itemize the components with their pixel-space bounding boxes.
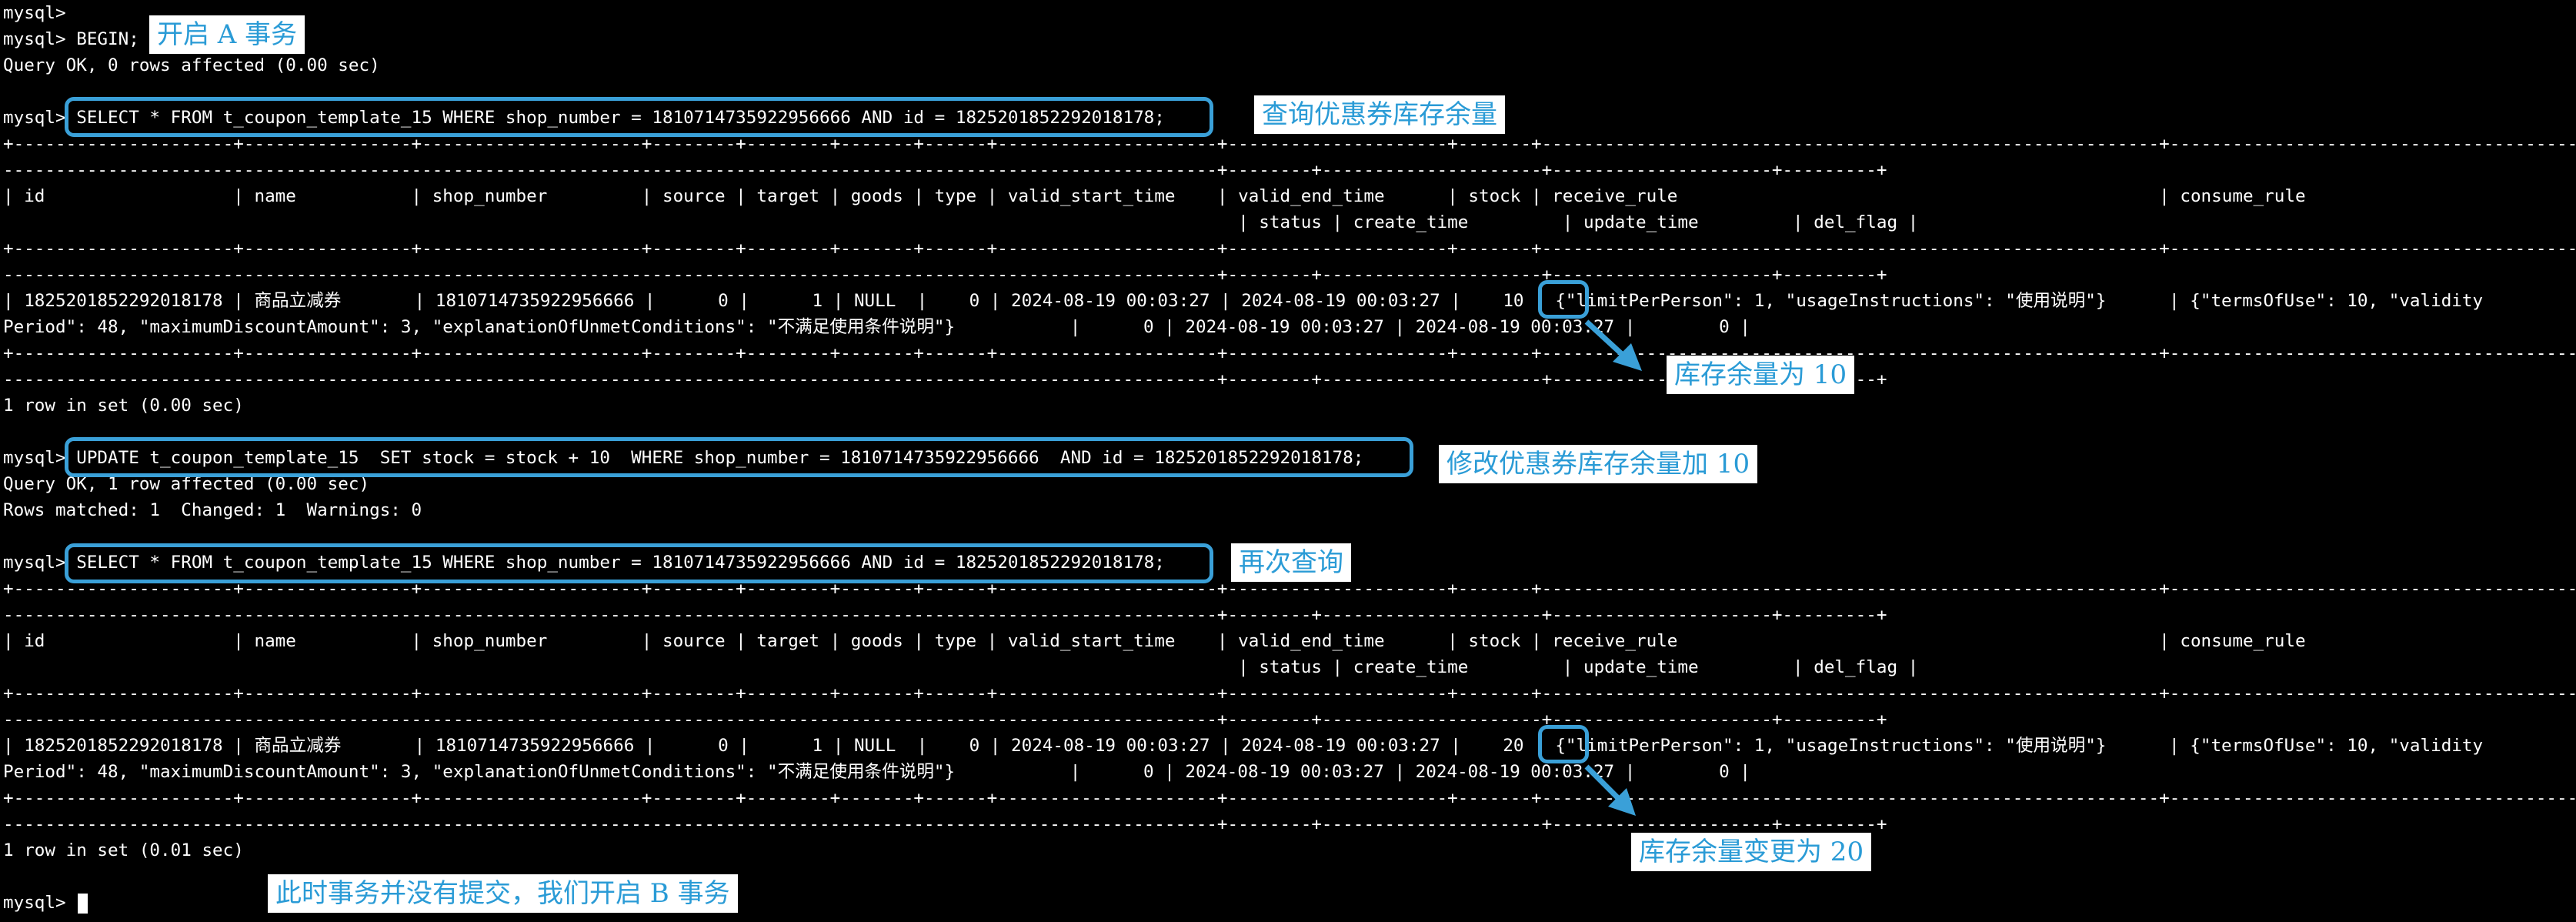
table-border: +---------------------+----------------+… <box>3 134 2576 154</box>
prompt-line[interactable]: mysql> <box>3 890 88 916</box>
table-header: | id | name | shop_number | source | tar… <box>3 186 2306 206</box>
annotation-begin-a: 开启 A 事务 <box>149 15 305 54</box>
select-query-highlight-1 <box>65 97 1213 137</box>
stock-20-highlight <box>1538 725 1589 763</box>
annotation-stock-is-10: 库存余量为 10 <box>1667 356 1855 394</box>
annotation-open-b: 此时事务并没有提交，我们开启 B 事务 <box>268 874 738 913</box>
arrow-to-stock-20-label <box>1584 764 1636 816</box>
table-header: | id | name | shop_number | source | tar… <box>3 631 2306 651</box>
terminal-line: Query OK, 0 rows affected (0.00 sec) <box>3 55 380 75</box>
terminal-line: mysql> BEGIN; <box>3 29 139 49</box>
stock-10-highlight <box>1538 280 1589 319</box>
table-border: +---------------------+----------------+… <box>3 343 2576 363</box>
terminal-line: mysql> UPDATE t_coupon_template_15 SET s… <box>3 448 1364 468</box>
table-header: | status | create_time | update_time | d… <box>3 212 1919 232</box>
terminal-line: mysql> SELECT * FROM t_coupon_template_1… <box>3 108 1165 128</box>
table-border: ----------------------------------------… <box>3 814 1887 834</box>
annotation-query-stock: 查询优惠券库存余量 <box>1254 95 1505 134</box>
prompt-text: mysql> <box>3 893 77 913</box>
terminal-window[interactable]: mysql> mysql> BEGIN; Query OK, 0 rows af… <box>3 0 2576 922</box>
table-row: | 1825201852292018178 | 商品立减券 | 18107147… <box>3 291 2484 311</box>
annotation-query-again: 再次查询 <box>1231 543 1351 582</box>
terminal-line: Query OK, 1 row affected (0.00 sec) <box>3 474 370 494</box>
terminal-line: mysql> <box>3 3 66 23</box>
terminal-line: 1 row in set (0.00 sec) <box>3 396 244 416</box>
table-border: +---------------------+----------------+… <box>3 683 2576 703</box>
terminal-line: mysql> SELECT * FROM t_coupon_template_1… <box>3 553 1165 573</box>
terminal-line: 1 row in set (0.01 sec) <box>3 840 244 860</box>
annotation-update-stock: 修改优惠券库存余量加 10 <box>1439 445 1758 483</box>
update-query-highlight <box>65 437 1413 477</box>
table-border: +---------------------+----------------+… <box>3 788 2576 808</box>
terminal-line: Rows matched: 1 Changed: 1 Warnings: 0 <box>3 500 422 520</box>
arrow-to-stock-10-label <box>1584 319 1642 371</box>
table-border: ----------------------------------------… <box>3 605 1887 625</box>
table-header: | status | create_time | update_time | d… <box>3 657 1919 677</box>
text-cursor <box>78 893 88 914</box>
select-query-highlight-2 <box>65 543 1213 583</box>
annotation-stock-now-20: 库存余量变更为 20 <box>1631 833 1872 871</box>
table-row: Period": 48, "maximumDiscountAmount": 3,… <box>3 317 1750 337</box>
table-border: ----------------------------------------… <box>3 369 1887 389</box>
table-border: ----------------------------------------… <box>3 160 1887 180</box>
table-border: +---------------------+----------------+… <box>3 239 2576 259</box>
